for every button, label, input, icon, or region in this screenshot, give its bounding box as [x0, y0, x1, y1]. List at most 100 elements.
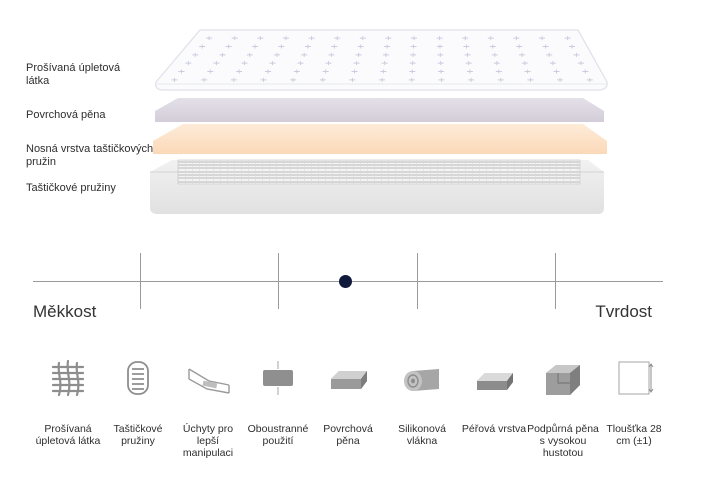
firmness-scale-tick	[278, 253, 279, 309]
quilt-stitch	[380, 69, 387, 74]
quilt-stitch	[246, 52, 253, 57]
foam-layer-icon	[331, 371, 367, 389]
layer-label-spring-support: Nosná vrstva taštičkových pružin	[26, 143, 154, 168]
quilt-stitch	[269, 61, 276, 66]
quilt-stitch	[328, 52, 335, 57]
quilt-stitch	[436, 36, 443, 41]
quilt-stitch	[410, 52, 417, 57]
mattress-layers-illustration	[150, 29, 608, 214]
quilt-stitch	[260, 77, 267, 82]
quilt-stitch	[231, 36, 238, 41]
quilt-stitch	[409, 69, 416, 74]
quilt-stitch	[301, 52, 308, 57]
quilt-stitch	[527, 77, 534, 82]
quilt-stitch	[521, 61, 528, 66]
layer-label-pocket-springs: Taštičkové pružiny	[26, 182, 116, 194]
quilt-stitch	[437, 52, 444, 57]
quilt-stitch	[201, 77, 208, 82]
quilt-stitch	[409, 61, 416, 66]
quilt-stitch	[334, 36, 341, 41]
quilt-stitch	[319, 77, 326, 82]
firmness-label: Tvrdost	[595, 302, 652, 321]
quilt-stitch	[487, 36, 494, 41]
quilt-stitch	[381, 61, 388, 66]
quilt-stitch	[185, 61, 192, 66]
feature-item: Povrchová pěna	[312, 355, 384, 447]
quilt-stitch	[384, 44, 391, 49]
quilt-stitch	[437, 61, 444, 66]
quilt-stitch	[199, 44, 206, 49]
pocket-spring-icon	[127, 361, 149, 395]
quilt-stitch	[464, 52, 471, 57]
quilt-stitch	[493, 61, 500, 66]
support-foam-icon	[546, 365, 580, 395]
quilt-stitch	[171, 77, 178, 82]
quilt-stitch	[207, 69, 214, 74]
quilt-stitch	[463, 44, 470, 49]
feature-label: Silikonová vlákna	[398, 423, 446, 447]
thickness-icon	[618, 361, 654, 395]
quilt-stitch	[252, 44, 259, 49]
quilt-stitch	[278, 44, 285, 49]
feature-item: Prošívaná úpletová látka	[32, 355, 104, 447]
feature-item: Oboustranné použití	[242, 355, 314, 447]
quilt-stitch	[219, 52, 226, 57]
feature-label: Tloušťka 28 cm (±1)	[606, 423, 662, 447]
firmness-scale-tick	[417, 253, 418, 309]
feature-item: Taštičkové pružiny	[102, 355, 174, 447]
quilt-stitch	[564, 36, 571, 41]
quilt-stitch	[466, 69, 473, 74]
quilt-stitch	[491, 52, 498, 57]
quilt-stitch	[524, 69, 531, 74]
quilt-stitch	[549, 61, 556, 66]
quilt-stitch	[349, 77, 356, 82]
quilt-stitch	[322, 69, 329, 74]
quilt-stitch	[357, 44, 364, 49]
quilt-stitch	[569, 44, 576, 49]
quilt-stitch	[573, 52, 580, 57]
quilt-stitch	[497, 77, 504, 82]
quilt-stitch	[325, 61, 332, 66]
quilt-stitch	[465, 61, 472, 66]
quilt-stitch	[513, 36, 520, 41]
quilt-stitch	[546, 52, 553, 57]
feature-label: Oboustranné použití	[247, 423, 309, 447]
feature-item: Silikonová vlákna	[386, 355, 458, 447]
quilt-stitch	[553, 69, 560, 74]
feather-layer-icon	[477, 373, 513, 390]
quilt-stitch	[582, 69, 589, 74]
quilt-stitch	[192, 52, 199, 57]
quilt-stitch	[557, 77, 564, 82]
quilt-stitch	[178, 69, 185, 74]
quilt-stitch	[577, 61, 584, 66]
feature-label: Povrchová pěna	[323, 423, 373, 447]
quilt-stitch	[408, 77, 415, 82]
quilt-stitch	[293, 69, 300, 74]
comfort-foam-layer	[155, 98, 604, 122]
quilt-stitch	[297, 61, 304, 66]
firmness-scale-tick	[140, 253, 141, 309]
feature-label: Úchyty pro lepší manipulaci	[182, 423, 234, 459]
quilted-top-layer	[155, 29, 608, 91]
quilt-stitch	[290, 77, 297, 82]
quilt-stitch	[468, 77, 475, 82]
quilt-stitch	[225, 44, 232, 49]
quilt-stitch	[542, 44, 549, 49]
spring-support-layer	[153, 124, 607, 154]
quilt-stitch	[586, 77, 593, 82]
fiber-roll-icon	[404, 369, 439, 391]
quilt-stitch	[308, 36, 315, 41]
firmness-indicator-dot	[338, 275, 352, 288]
feature-item: Péřová vrstva	[458, 355, 530, 435]
quilt-stitch	[282, 36, 289, 41]
handle-icon	[188, 368, 230, 394]
pocket-springs-layer	[150, 159, 604, 214]
feature-label: Podpůrná pěna s vysokou hustotou	[527, 423, 599, 459]
quilt-stitch	[385, 36, 392, 41]
layer-label-quilted-fabric: Prošívaná úpletová látka	[26, 62, 121, 87]
quilt-stitch	[462, 36, 469, 41]
quilt-stitch	[273, 52, 280, 57]
quilt-stitch	[236, 69, 243, 74]
layer-label-surface-foam: Povrchová pěna	[26, 109, 106, 121]
quilt-stitch	[489, 44, 496, 49]
